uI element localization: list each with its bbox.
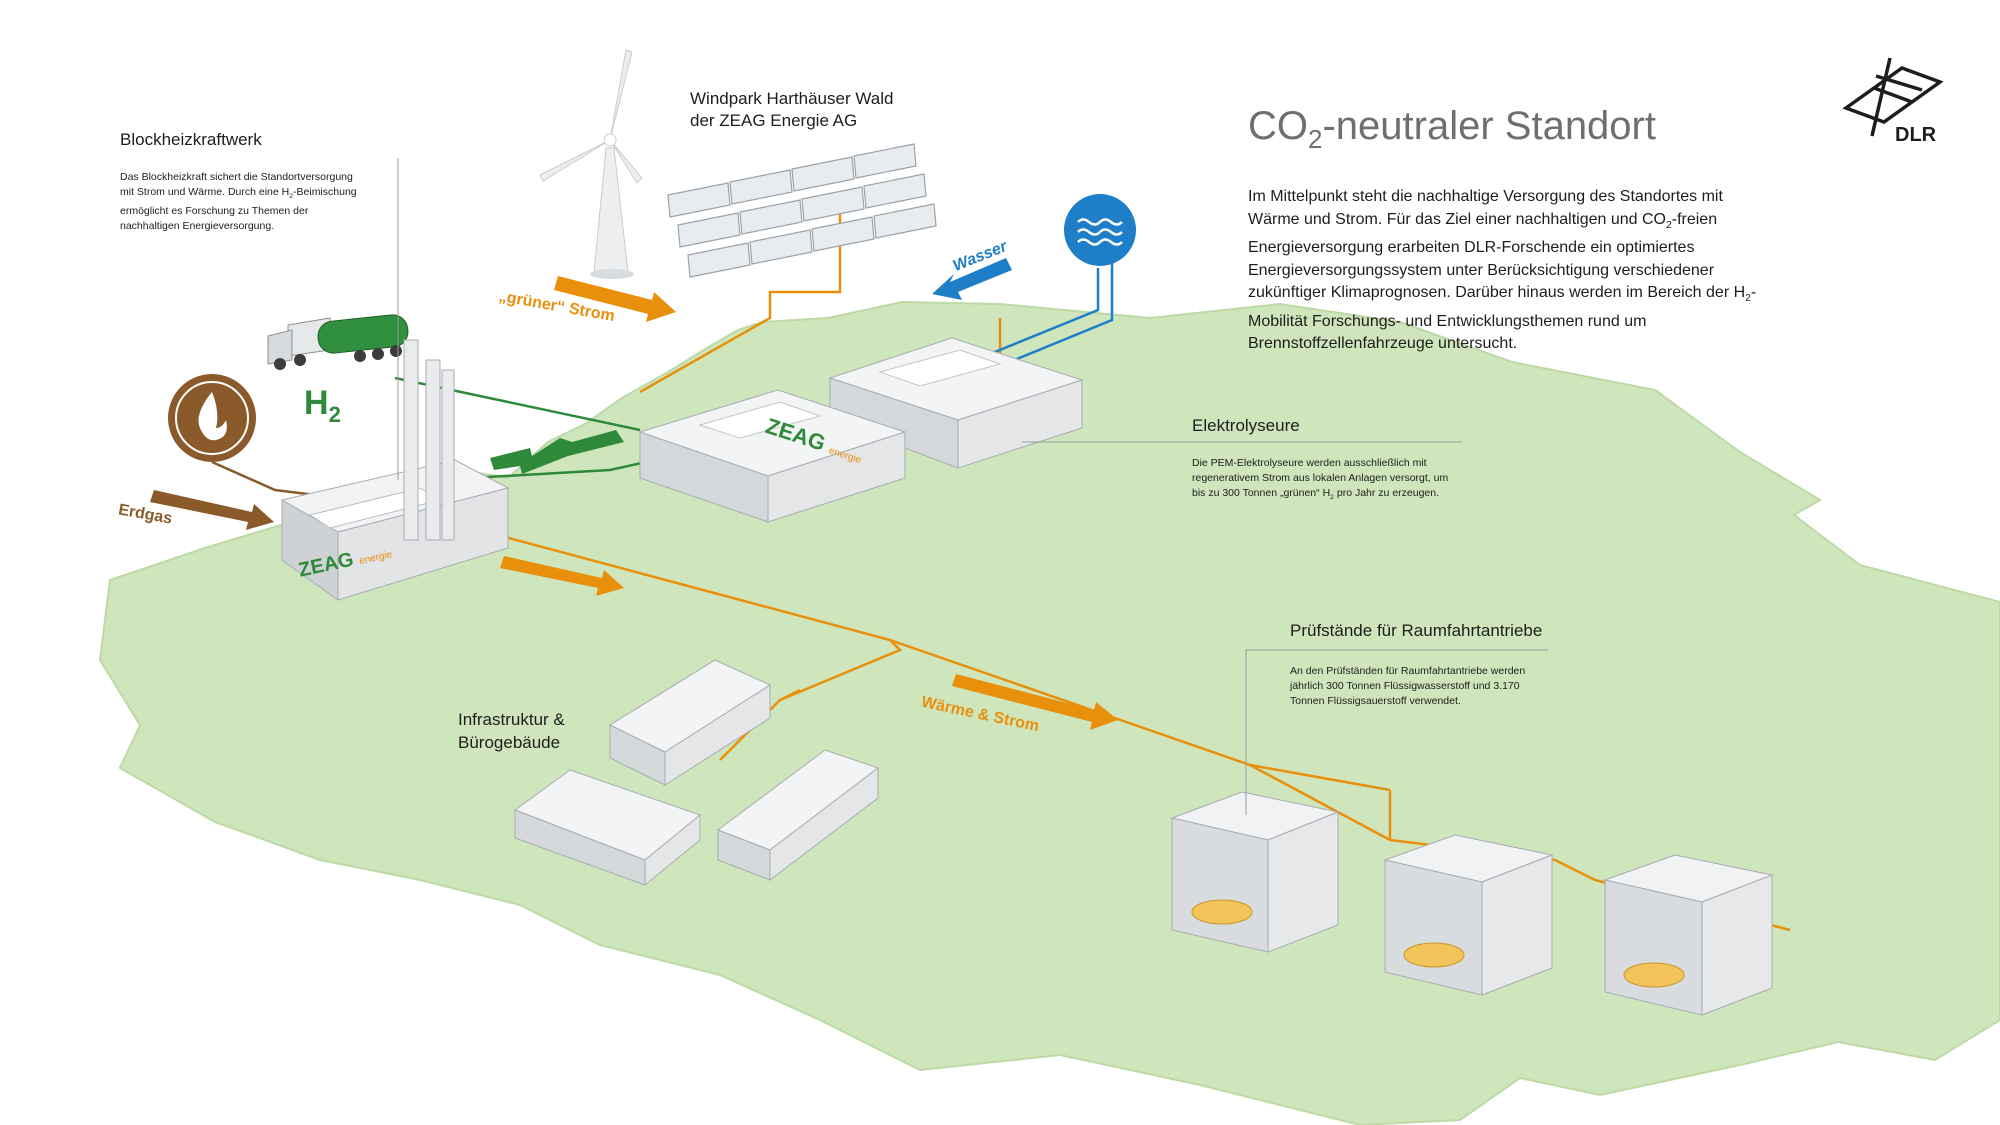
water-arrow (932, 258, 1012, 300)
flow-arrows (150, 258, 1118, 730)
chp-title: Blockheizkraftwerk (120, 130, 262, 149)
test-stand-3 (1603, 854, 1774, 1016)
gas-flame-icon (168, 374, 256, 462)
office-building-1 (608, 659, 772, 786)
intro-text: Im Mittelpunkt steht die nachhaltige Ver… (1248, 188, 1757, 353)
chp-description: Das Blockheizkraft sichert die Standortv… (120, 171, 357, 233)
heat-power-arrow-2 (952, 674, 1118, 730)
h2-tanker-truck (267, 314, 409, 370)
wind-turbine (539, 49, 643, 279)
page-title: CO2-neutraler Standort (1248, 104, 1656, 154)
office-building-3 (716, 749, 880, 882)
electrolyser-title: Elektrolyseure (1192, 416, 1300, 435)
test-stand-1 (1170, 791, 1340, 953)
dlr-logo-mark (1842, 57, 1944, 137)
heat-power-arrow-1 (500, 556, 624, 596)
chp-plant (280, 339, 510, 601)
solar-field (667, 143, 937, 278)
erdgas-arrow (150, 490, 274, 530)
electrolyser-description: Die PEM-Elektrolyseure werden ausschließ… (1192, 457, 1449, 502)
test-stands-title: Prüfstände für Raumfahrtantriebe (1290, 621, 1543, 640)
green-power-arrow (554, 276, 676, 322)
water-icon (1064, 194, 1136, 266)
h2-t-arrow (490, 430, 624, 474)
electrolyser-hall-back (828, 337, 1084, 469)
dlr-logo-text: DLR (1895, 124, 1937, 146)
test-stands (1170, 791, 1774, 1016)
office-building-2 (513, 769, 702, 887)
infrastructure-label: Infrastruktur &Bürogebäude (458, 710, 565, 752)
water-lines (984, 262, 1114, 372)
test-stands-description: An den Prüfständen für Raumfahrtantriebe… (1290, 665, 1526, 707)
office-buildings (513, 659, 880, 887)
electrolyser-hall-front (638, 389, 907, 523)
h2-label: H2 (304, 384, 341, 427)
leader-lines (397, 158, 1548, 815)
test-stand-2 (1383, 834, 1554, 996)
electrolyser-halls (638, 337, 1084, 523)
